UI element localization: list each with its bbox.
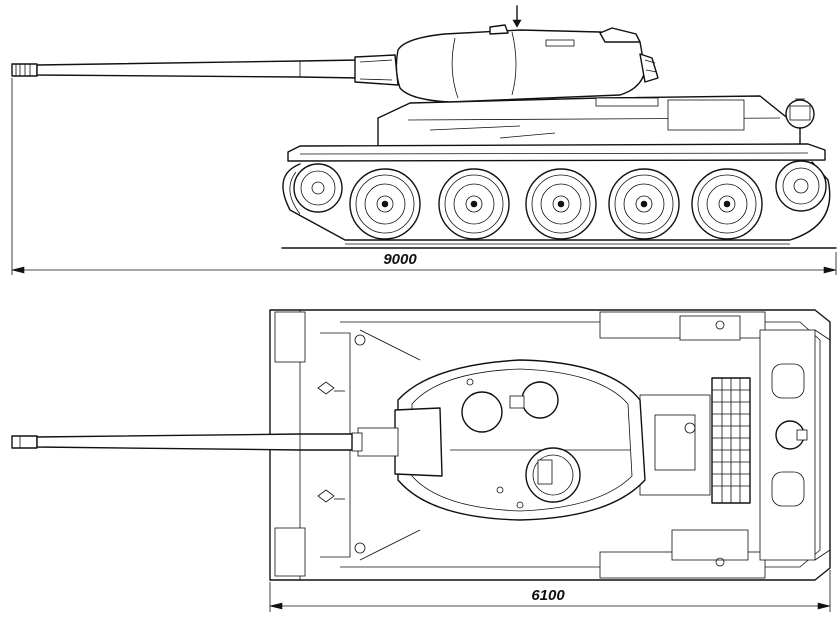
- top-view: 6100: [11, 309, 831, 612]
- width-dimension: 6100: [269, 570, 831, 612]
- width-dimension-label: 6100: [531, 587, 565, 604]
- side-road-wheel: [525, 168, 597, 240]
- top-engine-deck: [639, 377, 751, 504]
- side-road-wheel: [349, 168, 421, 240]
- top-rear-plate: [759, 329, 831, 561]
- length-dimension-label: 9000: [383, 251, 417, 268]
- side-idler-wheel: [293, 163, 343, 213]
- top-front-details: [317, 381, 345, 503]
- side-road-wheel: [608, 168, 680, 240]
- side-road-wheel: [691, 168, 763, 240]
- side-fender: [287, 143, 826, 162]
- top-turret: [397, 359, 646, 521]
- side-turret: [395, 5, 659, 103]
- side-track: [282, 161, 831, 241]
- top-gun-mantlet: [351, 407, 443, 477]
- side-gun-barrel: [11, 54, 399, 86]
- side-road-wheels: [349, 168, 763, 240]
- top-fender-boxes: [274, 311, 766, 579]
- side-road-wheel: [438, 168, 510, 240]
- side-hull: [377, 95, 815, 147]
- top-gun-barrel: [11, 433, 353, 451]
- length-dimension: 9000: [11, 78, 837, 275]
- side-view: 9000: [11, 5, 837, 275]
- side-drive-sprocket: [775, 160, 827, 212]
